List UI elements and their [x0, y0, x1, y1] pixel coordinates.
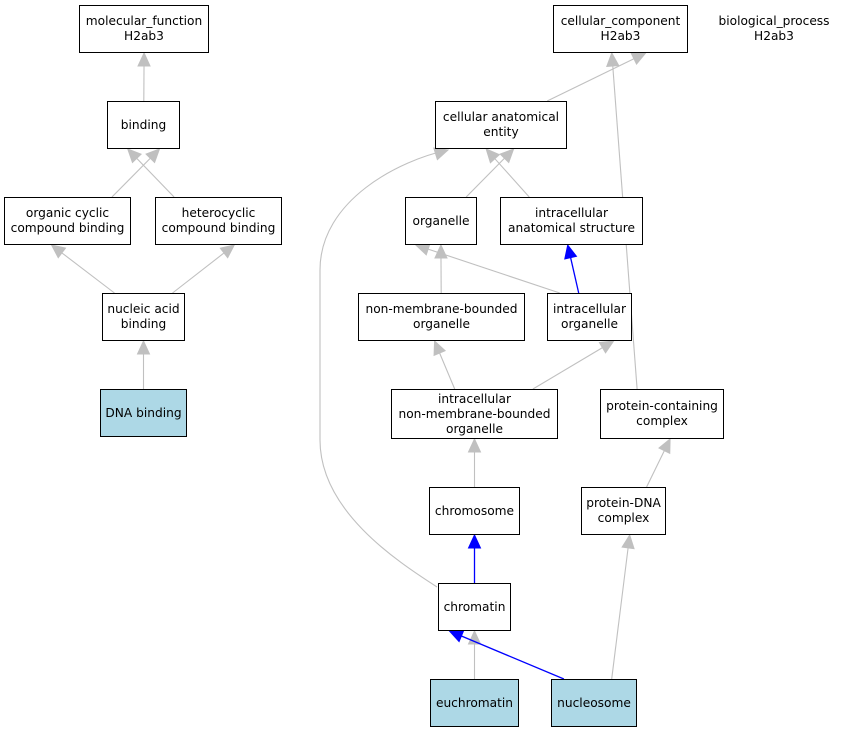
node-label-line: DNA binding: [105, 405, 182, 420]
node-label-line: non-membrane-bounded: [398, 406, 551, 421]
node-label-line: organelle: [413, 317, 470, 331]
node-label-line: binding: [120, 317, 167, 331]
edge-intracellular-organelle-to-organelle: [427, 248, 560, 294]
node-non-membrane-bounded-organelle: non-membrane-bounded organelle: [358, 293, 525, 341]
edge-arrowhead: [606, 51, 620, 67]
edge-intracellular-anatomical-to-cellular-anatomical: [494, 158, 530, 198]
edge-arrowhead: [433, 147, 450, 161]
node-organelle: organelle: [405, 197, 477, 245]
node-heterocyclic-compound-binding: heterocyclic compound binding: [155, 197, 282, 245]
node-intracellular-organelle: intracellular organelle: [547, 293, 632, 341]
node-nucleosome: nucleosome: [551, 679, 637, 727]
edge-cellular-anatomical-to-cellular-component: [546, 58, 635, 102]
node-label-line: protein-containing: [606, 399, 718, 413]
node-label-line: protein-DNA: [586, 496, 661, 510]
node-label-line: complex: [636, 414, 688, 428]
node-label-line: nucleic acid: [107, 302, 180, 316]
edge-organelle-to-cellular-anatomical: [465, 157, 505, 198]
edge-nucleosome-to-protein-dna: [611, 547, 629, 680]
node-intracellular-anatomical-structure: intracellular anatomical structure: [500, 197, 643, 245]
node-label-line: chromosome: [434, 503, 515, 518]
node-label-line: compound binding: [10, 221, 125, 235]
edge-arrowhead: [414, 242, 431, 256]
edge-arrowhead: [630, 52, 647, 66]
node-euchromatin: euchromatin: [430, 679, 519, 727]
edge-arrowhead: [598, 340, 615, 354]
node-label-line: compound binding: [161, 221, 276, 235]
edge-arrowhead: [433, 339, 447, 357]
node-label-line: anatomical structure: [508, 221, 635, 235]
node-label-line: intracellular: [535, 206, 608, 220]
node-label-line: intracellular: [438, 391, 511, 406]
edge-protein-dna-to-protein-containing: [646, 450, 665, 488]
node-label-line: euchromatin: [435, 695, 514, 710]
edge-chromatin-to-cellular-anatomical: [319, 149, 449, 588]
edge-arrowhead: [485, 148, 501, 164]
edge-organic-cyclic-to-binding: [111, 157, 151, 198]
node-intracellular-non-membrane-bounded-organelle: intracellular non-membrane-bounded organ…: [391, 389, 558, 439]
node-label-line: molecular_function: [85, 14, 203, 28]
node-label-line: chromatin: [443, 599, 506, 614]
node-dna-binding: DNA binding: [100, 389, 187, 437]
edge-arrowhead: [564, 243, 578, 260]
edge-arrowhead: [50, 244, 67, 259]
node-label-line: entity: [483, 125, 519, 139]
node-label-line: binding: [120, 117, 167, 132]
edge-arrowhead: [448, 629, 465, 643]
node-label-line: H2ab3: [600, 29, 641, 43]
node-label-line: cellular_component: [560, 14, 681, 28]
node-label-line: biological_process: [718, 14, 830, 28]
edge-intracellular-organelle-to-intracellular-anatomical: [569, 257, 580, 294]
edge-arrowhead: [658, 437, 671, 455]
node-cellular-component: cellular_component H2ab3: [553, 5, 688, 53]
node-label-line: organic cyclic: [25, 206, 110, 220]
node-biological-process: biological_process H2ab3: [708, 5, 840, 53]
node-molecular-function: molecular_function H2ab3: [79, 5, 209, 53]
edge-arrowhead: [145, 148, 161, 164]
node-label-line: H2ab3: [124, 29, 164, 43]
edge-arrowhead: [621, 533, 635, 550]
edge-arrowhead: [137, 51, 151, 67]
edge-arrowhead: [467, 533, 482, 549]
node-label-line: organelle: [446, 421, 503, 436]
edge-nucleic-acid-to-heterocyclic: [172, 252, 225, 294]
node-label-line: cellular anatomical: [442, 110, 560, 124]
node-label-line: nucleosome: [557, 695, 631, 710]
node-label-line: organelle: [561, 317, 618, 331]
edge-arrowhead: [467, 437, 482, 453]
node-label-line: intracellular: [553, 302, 626, 316]
node-protein-dna-complex: protein-DNA complex: [581, 487, 666, 535]
edge-heterocyclic-to-binding: [136, 157, 175, 198]
node-organic-cyclic-compound-binding: organic cyclic compound binding: [4, 197, 131, 245]
edge-arrowhead: [499, 148, 515, 164]
node-nucleic-acid-binding: nucleic acid binding: [102, 293, 185, 341]
node-chromatin: chromatin: [438, 583, 511, 631]
node-label-line: H2ab3: [754, 29, 794, 43]
node-label-line: heterocyclic: [181, 206, 256, 220]
node-binding: binding: [107, 101, 180, 149]
edge-arrowhead: [126, 148, 143, 164]
edge-nucleic-acid-to-organic-cyclic: [61, 252, 115, 294]
edge-arrowhead: [136, 339, 151, 355]
node-protein-containing-complex: protein-containing complex: [600, 389, 724, 439]
node-label-line: non-membrane-bounded: [365, 302, 518, 316]
edge-arrowhead: [219, 244, 236, 259]
node-label-line: organelle: [412, 213, 470, 228]
edge-intracellular-non-membrane-to-non-membrane: [439, 352, 456, 390]
node-chromosome: chromosome: [429, 487, 520, 535]
edge-intracellular-non-membrane-to-intracellular-organelle: [532, 347, 603, 390]
node-cellular-anatomical-entity: cellular anatomical entity: [435, 101, 567, 149]
edge-nucleosome-to-chromatin: [461, 635, 565, 680]
node-label-line: complex: [597, 511, 650, 525]
